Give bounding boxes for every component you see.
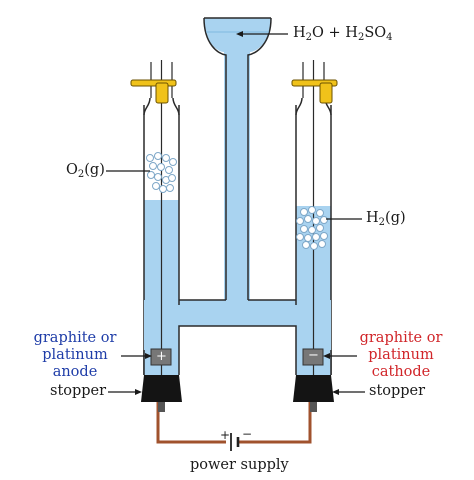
power-supply-wire — [156, 402, 312, 444]
hydrogen-bubbles — [296, 206, 328, 250]
left-valve-clamp — [130, 79, 177, 104]
reservoir-funnel — [203, 17, 272, 302]
oxygen-gas-label: O2(g) — [66, 162, 105, 180]
leader-lines — [106, 31, 365, 395]
right-valve-clamp — [291, 79, 338, 104]
battery-plus-sign: + — [220, 428, 231, 442]
hydrogen-gas-label: H2(g) — [366, 210, 406, 228]
cathode-plate — [302, 348, 324, 366]
oxygen-bubbles — [146, 152, 177, 193]
anode-label: graphite or platinum anode — [33, 330, 117, 380]
anode-plate — [150, 348, 172, 366]
right-stopper — [293, 375, 334, 402]
stopper-left-label: stopper — [50, 383, 107, 399]
battery-minus-sign: − — [242, 427, 253, 441]
stopper-right-label: stopper — [369, 383, 426, 399]
left-stopper — [141, 375, 182, 402]
power-supply-label: power supply — [190, 457, 289, 473]
anode-plus-sign: + — [156, 349, 167, 364]
cathode-label: graphite or platinum cathode — [359, 330, 443, 380]
solution-label: H2O + H2SO4 — [293, 25, 393, 43]
connecting-channel — [143, 299, 332, 375]
cathode-minus-sign: − — [308, 348, 319, 363]
